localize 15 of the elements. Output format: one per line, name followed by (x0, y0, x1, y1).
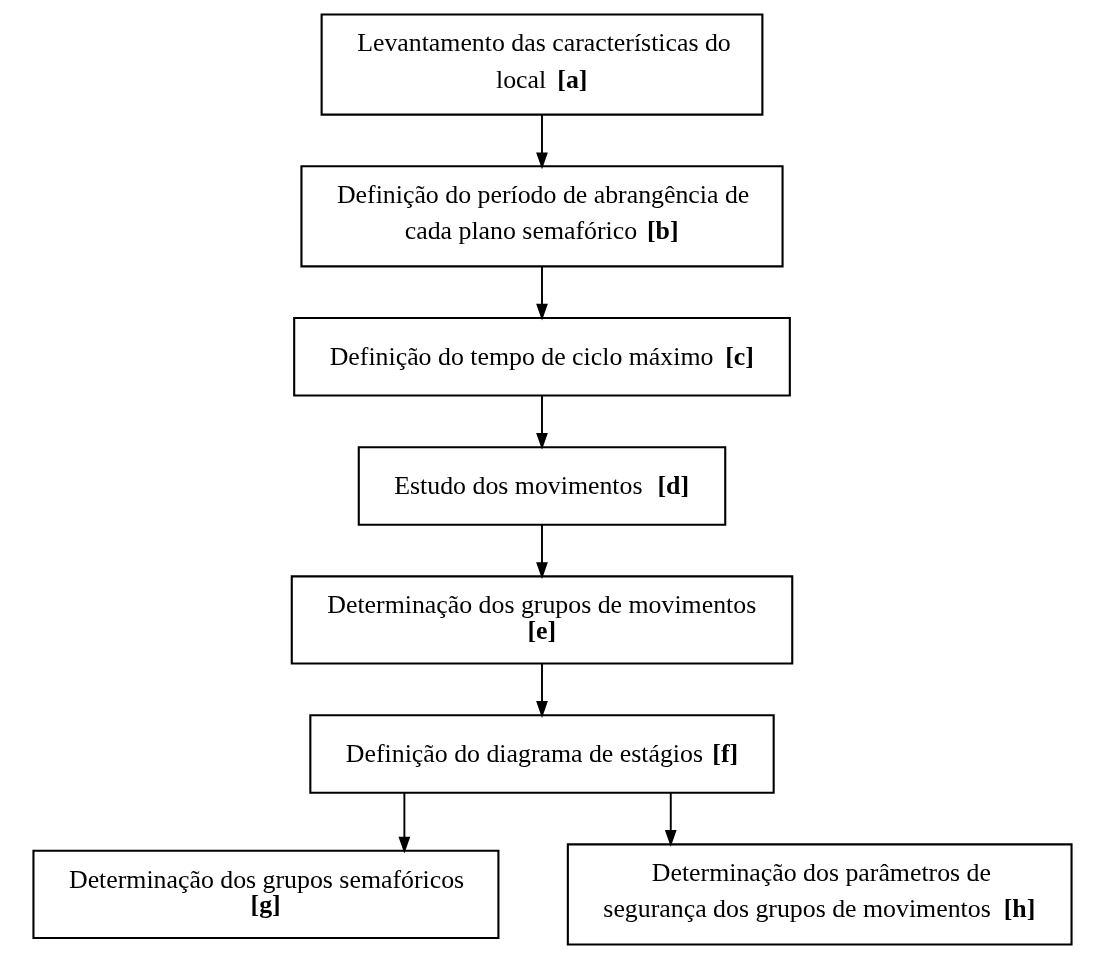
arrow (536, 266, 548, 321)
arrow (536, 523, 548, 580)
arrow (664, 792, 677, 847)
node-box: Determinação dos grupos semafóricos [g] (32, 849, 500, 940)
node-box: Determinação dos grupos de movimentos [e] (290, 575, 794, 665)
arrow (398, 792, 411, 854)
node-box: Levantamento das características do local [a] (320, 13, 764, 116)
node-box: Definição do diagrama de estágios [f] (309, 714, 775, 794)
node-box: Estudo dos movimentos [d] (357, 446, 727, 526)
arrow (536, 662, 548, 718)
node-box: Determinação dos parâmetros de segurança dos grupos de movimentos [h] (566, 843, 1073, 946)
node-box: Definição do tempo de ciclo máximo [c] (293, 317, 791, 397)
arrow (536, 394, 548, 450)
node-box: Definição do período de abrangência de cada plano semafórico [b] (300, 165, 784, 268)
arrow (536, 113, 548, 170)
